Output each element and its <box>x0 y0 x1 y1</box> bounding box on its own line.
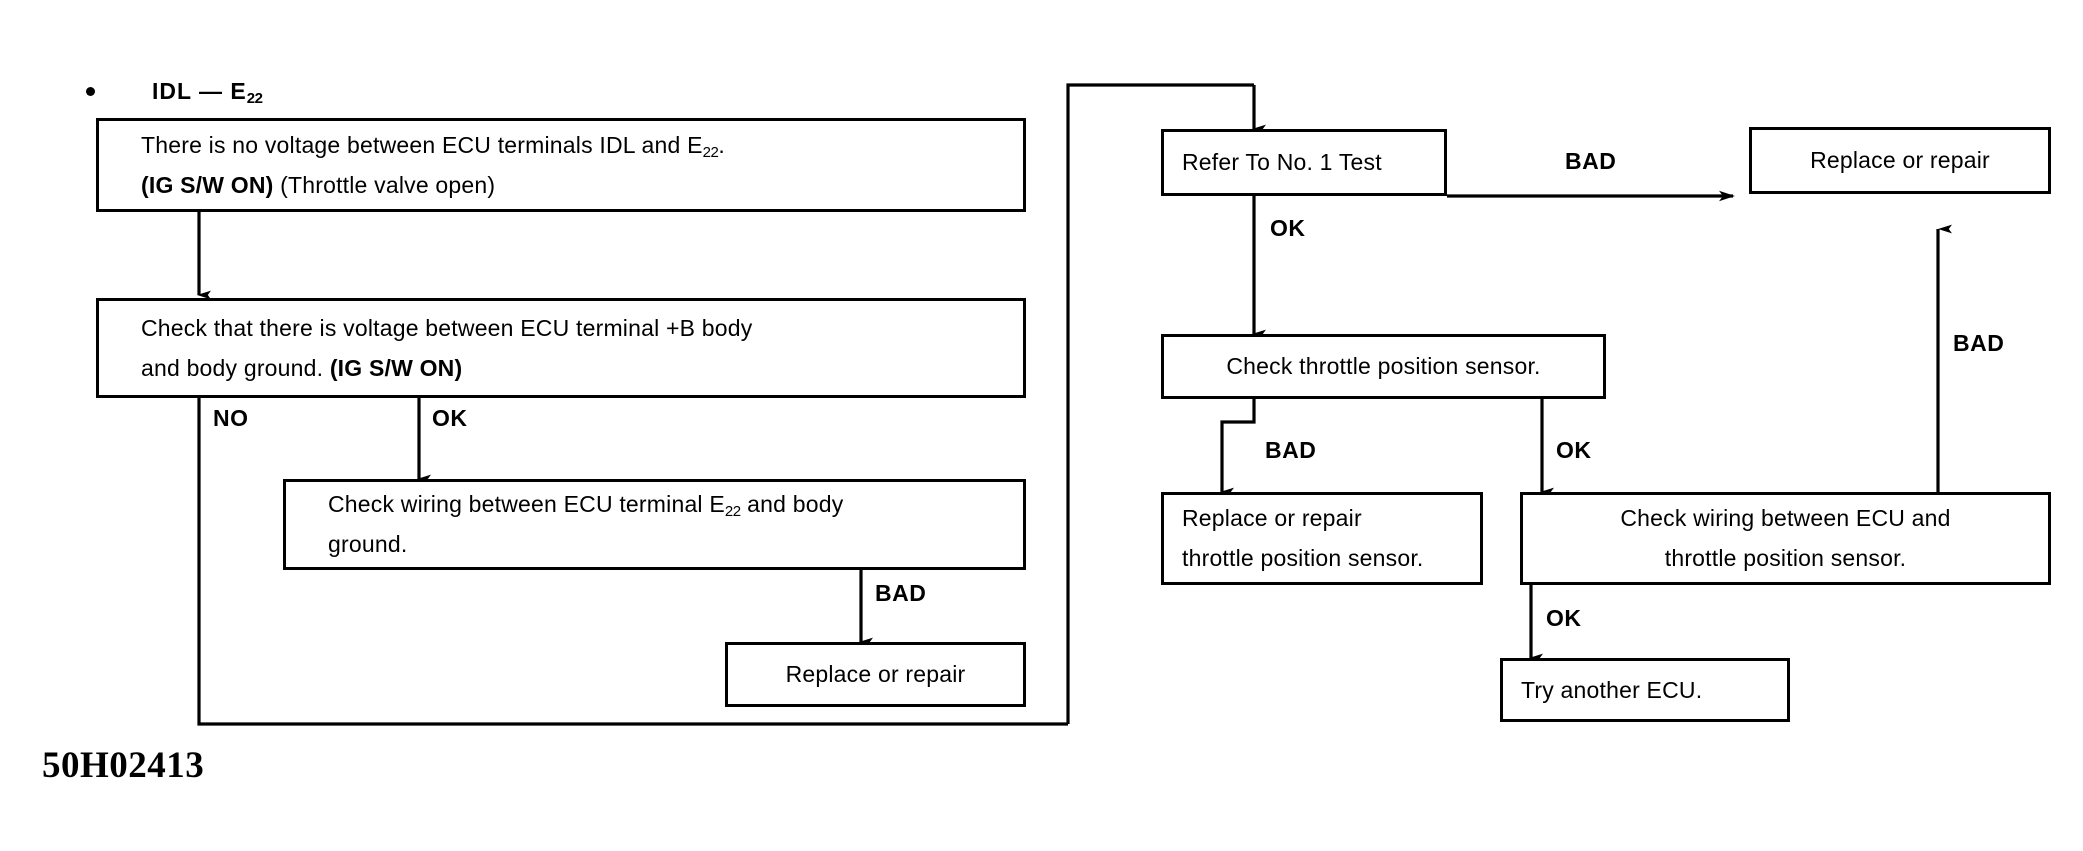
edge-label-bad-right: BAD <box>1953 330 2005 356</box>
node-replace-repair-left-line1: Replace or repair <box>785 661 966 687</box>
node-replace-repair-tps-line2: throttle position sensor. <box>1182 545 1424 571</box>
edge-label-ok-tps: OK <box>1556 437 1592 463</box>
section-heading-label: IDL — E22 <box>152 78 263 107</box>
node-symptom-line2: (IG S/W ON) (Throttle valve open) <box>141 171 496 198</box>
figure-code: 50H02413 <box>42 745 205 786</box>
node-refer-no1-test-line1: Refer To No. 1 Test <box>1182 149 1382 175</box>
node-replace-repair-right-line1: Replace or repair <box>1810 147 1990 173</box>
node-check-wiring-e22-line2: ground. <box>328 531 408 557</box>
edge-label-bad-tps: BAD <box>1265 437 1317 463</box>
node-check-b-voltage: Check that there is voltage between ECU … <box>96 298 1026 398</box>
node-check-wiring-tps: Check wiring between ECU and throttle po… <box>1520 492 2051 585</box>
node-check-b-voltage-line1: Check that there is voltage between ECU … <box>141 314 753 341</box>
edge-label-ok-wiring: OK <box>1546 605 1582 631</box>
node-replace-repair-tps-line1: Replace or repair <box>1182 505 1362 531</box>
edge-label-bad-1: BAD <box>875 580 927 606</box>
edge-label-no: NO <box>213 405 249 431</box>
bullet-dot-icon <box>86 87 95 96</box>
e22-subscript: 22 <box>724 503 741 520</box>
node-replace-repair-right: Replace or repair <box>1749 127 2051 194</box>
node-check-b-voltage-line2: and body ground. (IG S/W ON) <box>141 354 463 381</box>
node-replace-repair-tps: Replace or repair throttle position sens… <box>1161 492 1483 585</box>
node-check-tps: Check throttle position sensor. <box>1161 334 1606 399</box>
edge-label-ok-1: OK <box>432 405 468 431</box>
node-refer-no1-test: Refer To No. 1 Test <box>1161 129 1447 196</box>
edge-label-bad-refer: BAD <box>1565 148 1617 174</box>
node-symptom: There is no voltage between ECU terminal… <box>96 118 1026 212</box>
node-check-tps-line1: Check throttle position sensor. <box>1226 353 1541 379</box>
node-check-wiring-tps-line1: Check wiring between ECU and <box>1620 505 1951 531</box>
node-replace-repair-left: Replace or repair <box>725 642 1026 707</box>
node-check-wiring-e22-line1: Check wiring between ECU terminal E22 an… <box>328 491 844 520</box>
e22-subscript: 22 <box>702 143 719 161</box>
node-symptom-line1: There is no voltage between ECU terminal… <box>141 131 725 161</box>
node-check-wiring-e22: Check wiring between ECU terminal E22 an… <box>283 479 1026 570</box>
node-try-another-ecu: Try another ECU. <box>1500 658 1790 722</box>
edge-label-ok-refer: OK <box>1270 215 1306 241</box>
section-heading: IDL — E22 <box>86 78 263 107</box>
node-check-wiring-tps-line2: throttle position sensor. <box>1664 545 1907 571</box>
node-try-another-ecu-line1: Try another ECU. <box>1521 676 1703 703</box>
heading-subscript: 22 <box>246 90 263 107</box>
